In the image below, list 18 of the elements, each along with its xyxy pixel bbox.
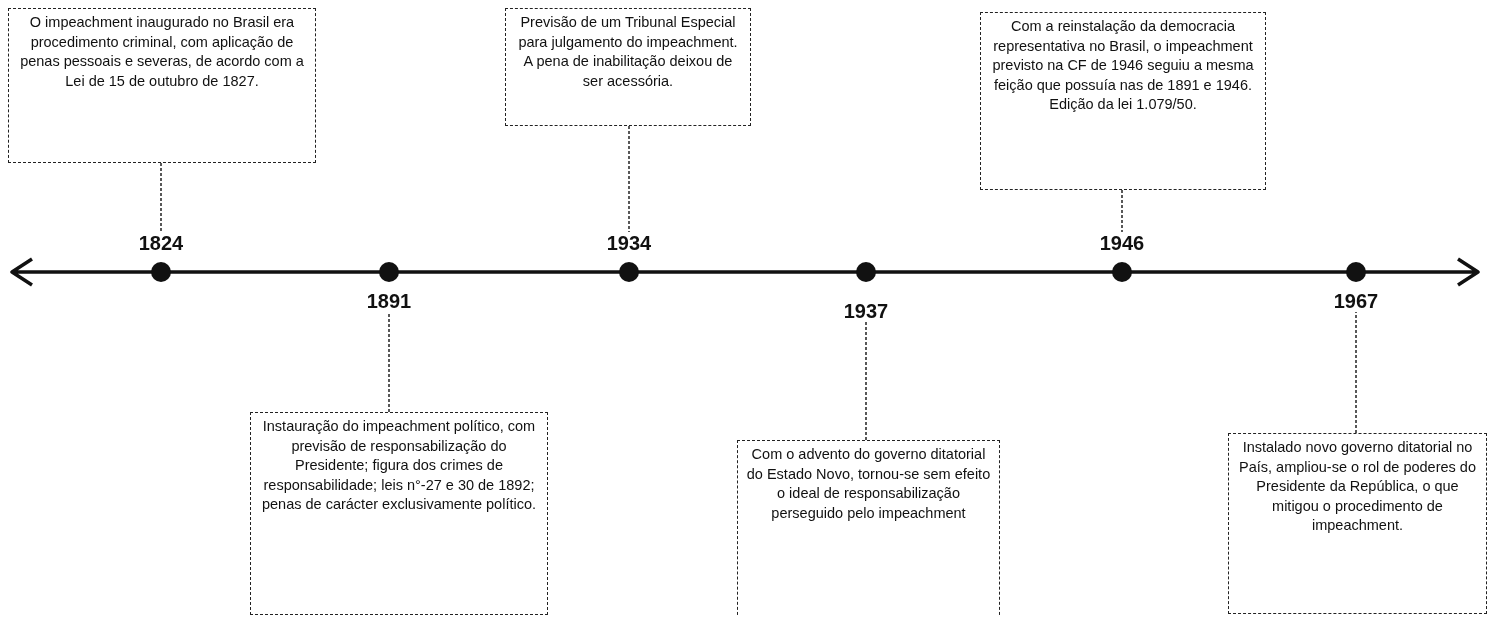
leader-line xyxy=(628,125,630,233)
leader-line xyxy=(1121,189,1123,233)
year-label: 1946 xyxy=(1098,232,1146,254)
year-label: 1967 xyxy=(1332,290,1380,312)
text-box: Instauração do impeachment político, com previsão de responsabilização do Presidente; figura dos crimes de responsabilidade; leis n°-27 e 30 de 1892; penas de carácter exclusivamente político. xyxy=(250,412,548,615)
text-box: Com a reinstalação da democracia representativa no Brasil, o impeachment previsto na CF de 1946 seguiu a mesma feição que possuía nas de 1891 e 1946. Edição da lei 1.079/50. xyxy=(980,12,1266,190)
year-label: 1934 xyxy=(605,232,653,254)
text-box: Instalado novo governo ditatorial no País, ampliou-se o rol de poderes do Presidente da República, o que mitigou o procedimento de impeachment. xyxy=(1228,433,1487,614)
text-box: Previsão de um Tribunal Especial para julgamento do impeachment. A pena de inabilitação deixou de ser acessória. xyxy=(505,8,751,126)
year-label: 1891 xyxy=(365,290,413,312)
year-label: 1824 xyxy=(137,232,185,254)
leader-line xyxy=(388,311,390,413)
text-box: O impeachment inaugurado no Brasil era procedimento criminal, com aplicação de penas pessoais e severas, de acordo com a Lei de 15 de outubro de 1827. xyxy=(8,8,316,163)
leader-line xyxy=(160,162,162,233)
text-box: Com o advento do governo ditatorial do Estado Novo, tornou-se sem efeito o ideal de responsabilização perseguido pelo impeachment xyxy=(737,440,1000,617)
leader-line xyxy=(865,321,867,441)
leader-line xyxy=(1355,311,1357,434)
year-label: 1937 xyxy=(842,300,890,322)
